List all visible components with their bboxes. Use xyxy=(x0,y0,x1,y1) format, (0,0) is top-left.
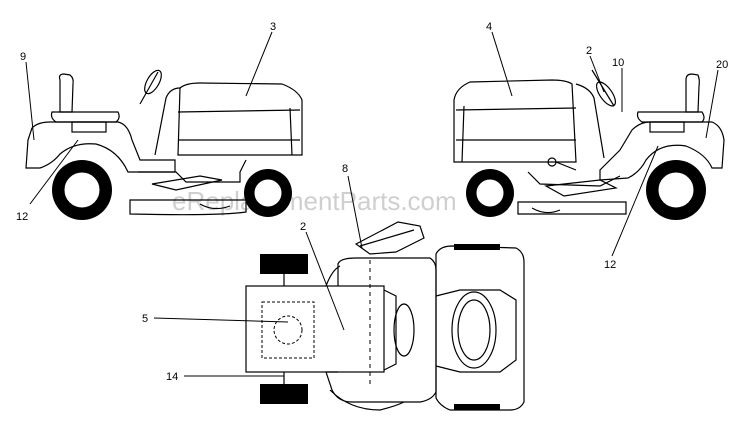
leader-4 xyxy=(491,31,513,97)
callout-4: 4 xyxy=(486,21,492,33)
callout-20: 20 xyxy=(716,59,728,71)
left-tractor-side-view xyxy=(25,69,303,220)
leader-12-right xyxy=(611,145,659,257)
leader-5 xyxy=(153,317,289,323)
leader-2-right xyxy=(589,55,605,93)
callout-9: 9 xyxy=(20,51,26,63)
callout-14: 14 xyxy=(166,371,178,383)
callout-12-right: 12 xyxy=(604,259,616,271)
leader-12-left xyxy=(29,139,79,205)
callout-12-left: 12 xyxy=(16,211,28,223)
leader-20 xyxy=(705,69,719,139)
right-tractor-side-view xyxy=(453,69,725,220)
leader-3 xyxy=(245,31,273,97)
tractor-top-view xyxy=(245,221,525,411)
leader-2-top xyxy=(305,231,345,331)
callout-8: 8 xyxy=(342,163,348,175)
callout-3: 3 xyxy=(270,21,276,33)
callout-5: 5 xyxy=(142,313,148,325)
callout-2-right: 2 xyxy=(586,45,592,57)
leader-9 xyxy=(25,61,35,141)
watermark-text: eReplacementParts.com xyxy=(172,186,457,216)
leader-8 xyxy=(347,175,363,249)
callout-10: 10 xyxy=(612,57,624,69)
callout-2-top: 2 xyxy=(300,221,306,233)
